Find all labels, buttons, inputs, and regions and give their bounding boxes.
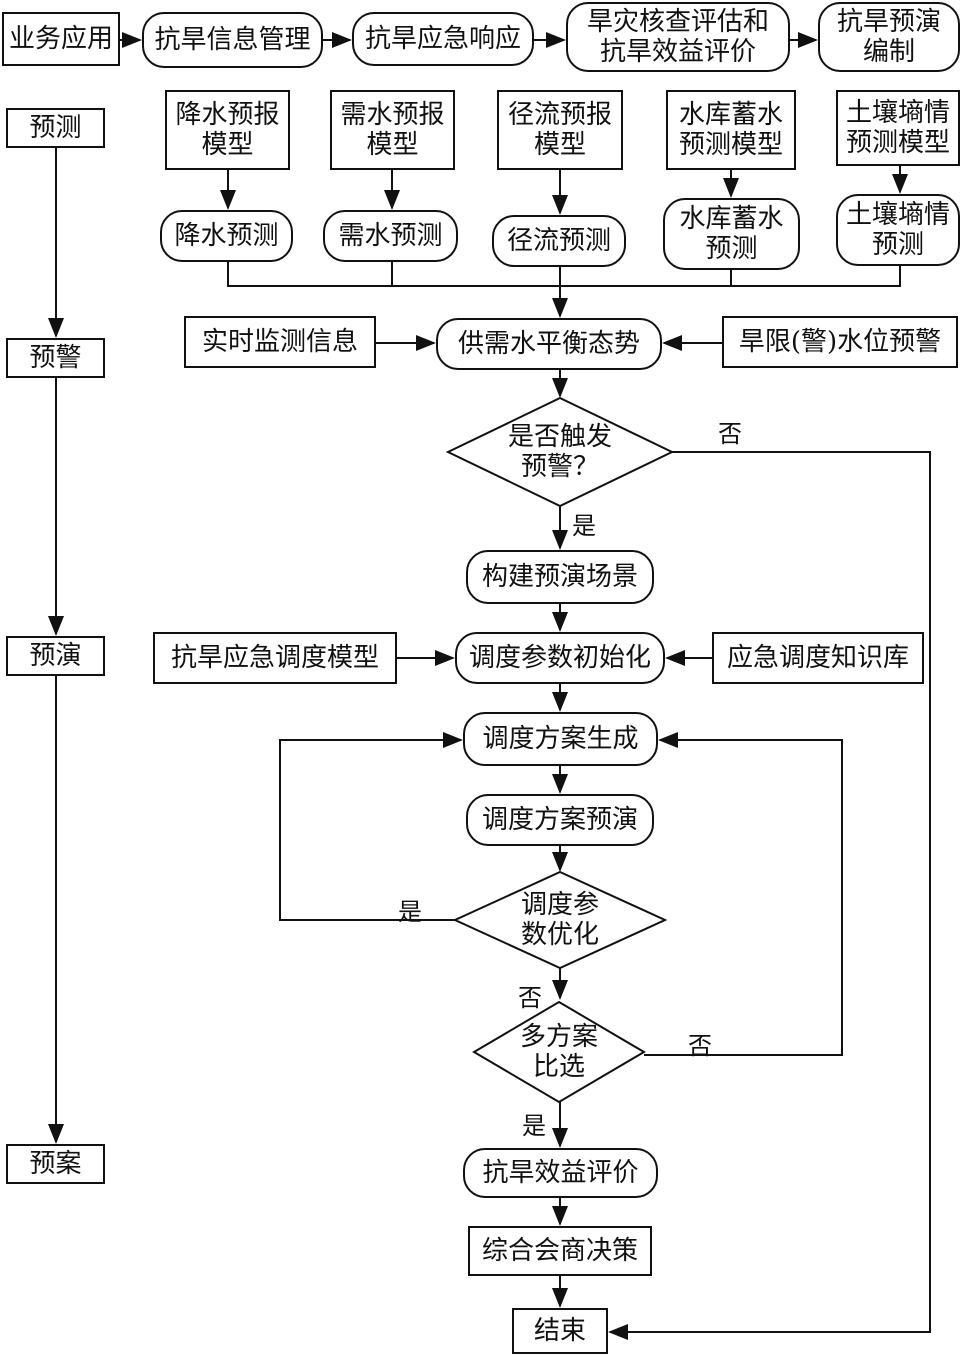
stage-plan: 预案 (6, 1144, 105, 1184)
compare-decision: 多方案 比选 (519, 1022, 598, 1082)
generate-plan: 调度方案生成 (463, 712, 658, 766)
soil-model: 土壤墒情 预测模型 (836, 90, 960, 166)
soil-forecast: 土壤墒情 预测 (836, 194, 960, 266)
runoff-model: 径流预报 模型 (497, 90, 623, 170)
trigger-warning-decision: 是否触发 预警？ (507, 422, 612, 482)
end: 结束 (512, 1308, 608, 1354)
reservoir-model: 水库蓄水 预测模型 (666, 90, 796, 170)
stage-rehearsal: 预演 (6, 636, 105, 676)
stage-forecast: 预测 (6, 108, 105, 148)
stage-warning: 预警 (6, 338, 105, 378)
demand-forecast: 需水预测 (323, 210, 458, 262)
yes-label: 是 (398, 898, 422, 926)
demand-model: 需水预报 模型 (330, 90, 455, 170)
init-params: 调度参数初始化 (455, 632, 665, 684)
dispatch-model: 抗旱应急调度模型 (153, 632, 397, 684)
no-label: 否 (718, 420, 742, 448)
rehearse-plan: 调度方案预演 (466, 794, 654, 846)
runoff-forecast: 径流预测 (492, 215, 626, 267)
business-app: 业务应用 (2, 12, 120, 66)
joint-decision: 综合会商决策 (468, 1226, 652, 1276)
no-label: 否 (688, 1032, 712, 1060)
water-level-warning: 旱限(警)水位预警 (722, 316, 958, 368)
disaster-evaluation: 旱灾核查评估和 抗旱效益评价 (566, 2, 790, 72)
emergency-response: 抗旱应急响应 (352, 12, 534, 66)
no-label: 否 (518, 984, 542, 1012)
precip-model: 降水预报 模型 (165, 90, 290, 170)
rehearsal-compilation: 抗旱预演 编制 (818, 2, 960, 72)
reservoir-forecast: 水库蓄水 预测 (663, 198, 800, 270)
supply-demand-balance: 供需水平衡态势 (436, 318, 662, 370)
optimize-decision: 调度参 数优化 (520, 890, 599, 950)
realtime-monitoring: 实时监测信息 (184, 316, 376, 368)
info-management: 抗旱信息管理 (142, 12, 323, 68)
benefit-evaluation: 抗旱效益评价 (463, 1148, 658, 1198)
yes-label: 是 (572, 512, 596, 540)
yes-label: 是 (522, 1112, 546, 1140)
build-scene: 构建预演场景 (466, 550, 654, 604)
precip-forecast: 降水预测 (160, 210, 293, 262)
knowledge-base: 应急调度知识库 (712, 632, 924, 684)
